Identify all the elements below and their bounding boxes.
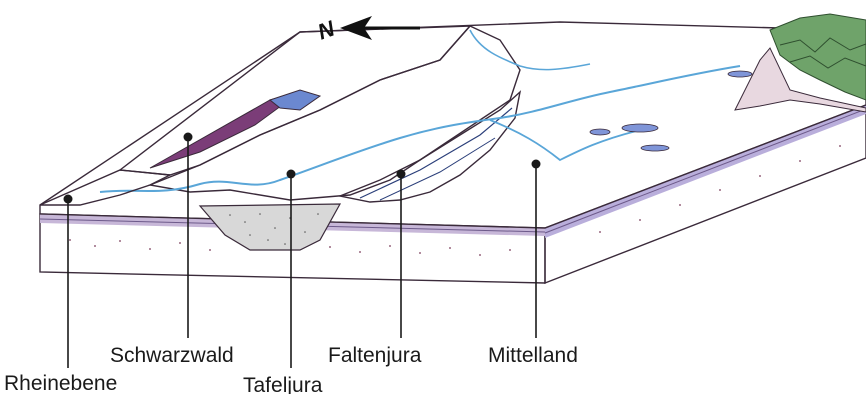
rhine-graben-fill — [200, 204, 340, 250]
river-tributary — [470, 30, 590, 70]
lake-3 — [641, 145, 669, 151]
rheinebene-plain — [40, 170, 170, 205]
faltenjura-zone — [340, 92, 520, 202]
lake-4 — [728, 71, 752, 77]
faltenjura-fold-line — [360, 108, 512, 198]
label-mittelland: Mittelland — [488, 344, 578, 367]
label-rheinebene: Rheinebene — [4, 372, 117, 394]
right-layer-line — [545, 109, 866, 233]
leader-mittelland — [532, 160, 541, 339]
label-tafeljura: Tafeljura — [243, 374, 323, 394]
leader-faltenjura — [397, 170, 406, 339]
lake-2 — [590, 129, 610, 135]
river-aare — [490, 120, 640, 160]
leader-schwarzwald — [184, 133, 193, 339]
faltenjura-fold-line-2 — [380, 138, 495, 200]
label-faltenjura: Faltenjura — [328, 344, 422, 367]
tafeljura-zone — [150, 26, 520, 200]
lake-1 — [622, 124, 658, 132]
label-schwarzwald: Schwarzwald — [110, 344, 234, 367]
